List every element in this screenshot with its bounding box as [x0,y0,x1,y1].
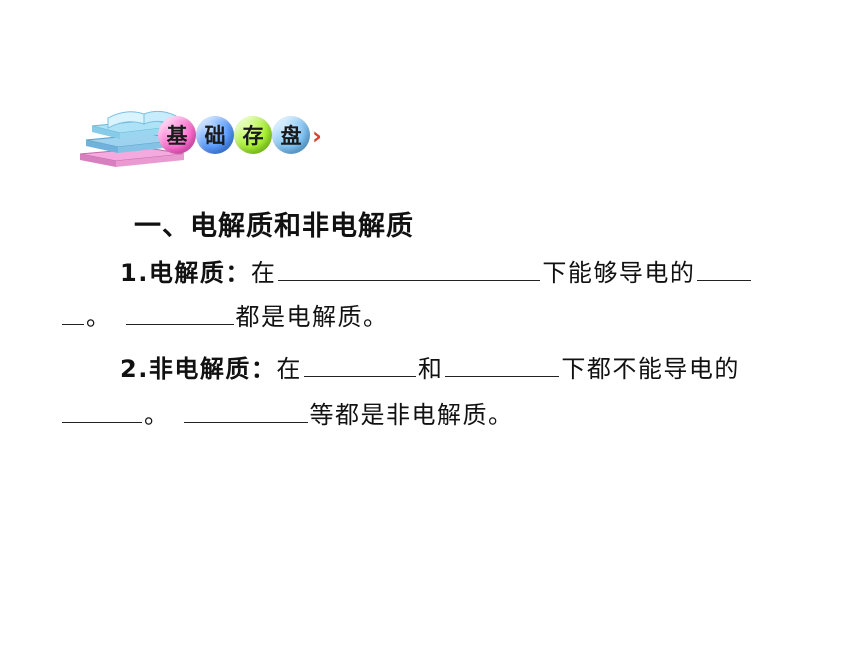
section-heading: 一、电解质和非电解质 [134,211,414,242]
item-1-text-3: 。 [86,303,112,331]
item-2-text-4: 。 [144,401,170,429]
badge-char-1: 基 [158,116,196,154]
badge-char-2: 础 [196,116,234,154]
blank-3[interactable] [125,298,234,325]
blank-1[interactable] [278,254,541,281]
blank-4[interactable] [303,350,416,377]
badge-char-4: 盘 [272,116,310,154]
blank-2a[interactable] [697,254,752,281]
blank-2b[interactable] [62,298,84,325]
blank-7[interactable] [183,396,308,423]
item-2-term: 非电解质 [148,355,251,383]
badge-char-3: 存 [234,116,272,154]
item-1-number: 1. [120,259,149,287]
blank-5[interactable] [445,350,560,377]
item-2-text-3: 下都不能导电的 [561,355,740,383]
item-2-line-2: 。 等都是非电解质。 [62,396,514,431]
item-2-text-5: 等都是非电解质。 [309,401,514,429]
item-1-colon: ： [225,259,251,287]
item-1-text-1: 在 [250,259,277,287]
item-2-text-1: 在 [276,355,302,383]
item-1-line-1: 1.电解质：在 下能够导电的 [120,254,753,289]
item-1-text-4: 都是电解质。 [235,303,389,331]
section-badge: 基 础 存 盘 › [78,104,338,170]
item-2-text-2: 和 [417,355,444,383]
item-1-line-2: 。 都是电解质。 [62,298,389,333]
chevron-right-icon: › [312,122,322,150]
item-1-term: 电解质 [148,259,226,287]
item-2-number: 2. [120,355,149,383]
blank-6[interactable] [62,396,142,423]
item-2-line-1: 2.非电解质：在 和 下都不能导电的 [120,350,740,385]
item-1-text-2: 下能够导电的 [542,259,696,287]
item-2-colon: ： [250,355,277,383]
